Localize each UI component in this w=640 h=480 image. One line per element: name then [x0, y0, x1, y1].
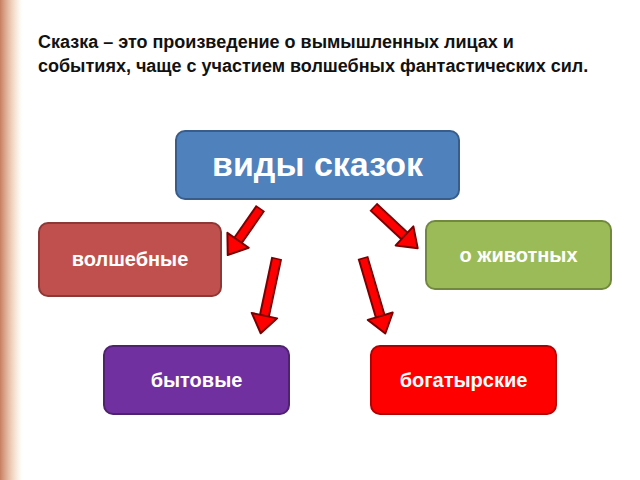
kind-box: волшебные	[38, 222, 222, 297]
arrow-head	[396, 226, 418, 248]
kind-box: богатырские	[370, 345, 557, 415]
arrow-shaft	[264, 259, 276, 316]
node-label: волшебные	[72, 248, 189, 271]
red-arrow	[373, 207, 417, 248]
node-label: богатырские	[400, 369, 528, 392]
arrow-outline	[238, 208, 260, 240]
arrow-head	[227, 233, 248, 255]
node-label: о животных	[459, 244, 577, 267]
red-arrow	[252, 258, 277, 333]
arrow-outline	[373, 207, 404, 236]
arrow-head	[252, 313, 277, 333]
autumn-edge	[0, 0, 22, 480]
kind-box: о животных	[425, 220, 612, 290]
arrow-shaft	[237, 209, 259, 241]
arrow-head	[368, 313, 393, 334]
arrow-shaft	[374, 208, 405, 237]
arrow-outline	[363, 258, 380, 317]
main-box: виды сказок	[175, 130, 460, 200]
node-label: виды сказок	[212, 145, 423, 184]
definition-title: Сказка – это произведение о вымышленных …	[38, 30, 598, 78]
arrow-outline	[264, 258, 276, 316]
red-arrow	[227, 208, 260, 255]
arrow-shaft	[363, 259, 380, 317]
node-label: бытовые	[151, 369, 243, 392]
kind-box: бытовые	[103, 345, 290, 415]
red-arrow	[363, 258, 393, 334]
